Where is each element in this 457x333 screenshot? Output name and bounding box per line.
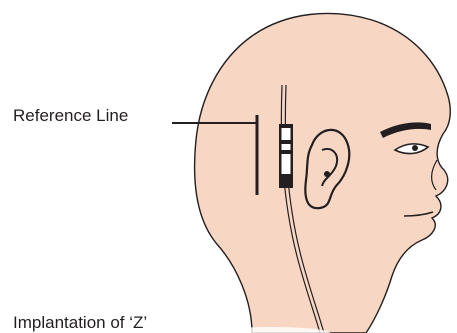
electrode-window-bottom bbox=[282, 154, 291, 174]
electrode-window-mid bbox=[282, 144, 291, 150]
ear-canal bbox=[324, 171, 330, 177]
implantation-label: Implantation of ‘Z’ bbox=[13, 314, 147, 331]
reference-line-label: Reference Line bbox=[13, 107, 128, 124]
eye-pupil bbox=[412, 145, 418, 151]
electrode-window-top bbox=[282, 128, 291, 140]
